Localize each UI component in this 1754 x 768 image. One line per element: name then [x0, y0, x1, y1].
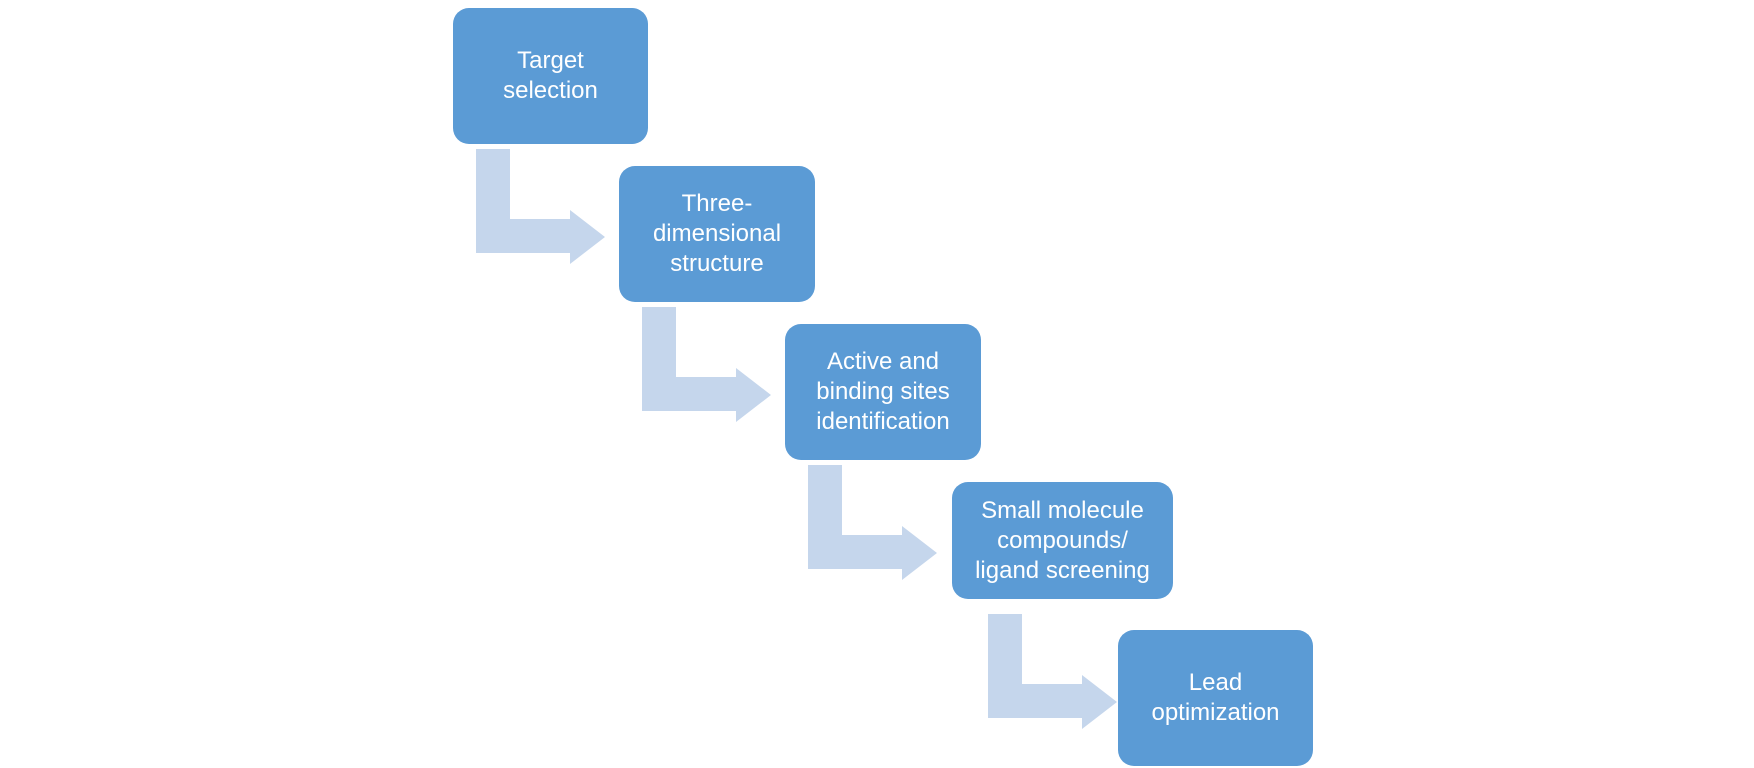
bent-arrow-icon — [808, 465, 937, 580]
bent-arrow-icon — [642, 307, 771, 422]
step-label: Active and binding sites identification — [816, 348, 950, 435]
bent-arrow-icon — [988, 614, 1117, 729]
step-lead-optimization: Lead optimization — [1118, 630, 1313, 766]
step-label: Target selection — [503, 47, 598, 104]
step-label: Three- dimensional structure — [652, 190, 782, 277]
step-label: Lead optimization — [1151, 669, 1280, 726]
step-active-binding-sites: Active and binding sites identification — [785, 324, 981, 460]
bent-arrow-icon — [476, 149, 605, 264]
step-ligand-screening: Small molecule compounds/ ligand screeni… — [952, 482, 1173, 599]
step-label: Small molecule compounds/ ligand screeni… — [975, 496, 1150, 584]
step-target-selection: Target selection — [453, 8, 648, 144]
step-three-dimensional-structure: Three- dimensional structure — [619, 166, 815, 302]
